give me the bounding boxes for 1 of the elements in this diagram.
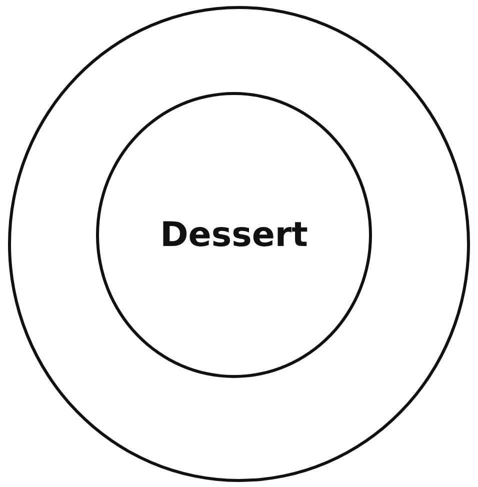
circle-label: Dessert [160,215,308,255]
